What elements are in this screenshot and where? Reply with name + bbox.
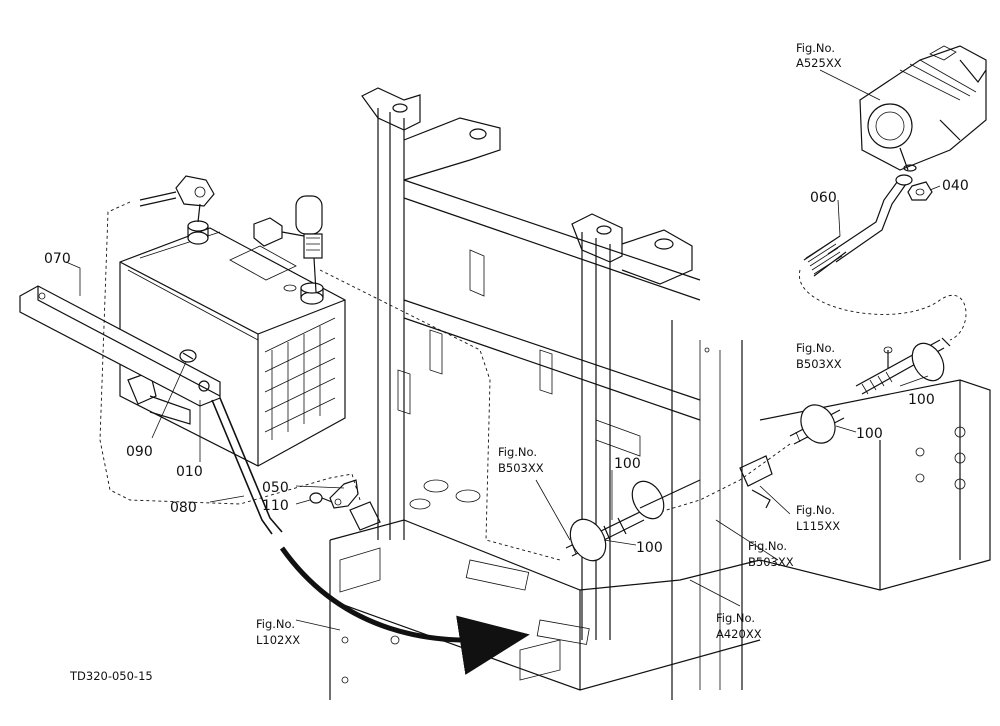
label-070: 070 — [44, 251, 71, 267]
battery — [119, 220, 346, 467]
label-100-right: 100 — [908, 392, 935, 408]
label-080: 080 — [170, 500, 197, 516]
ref-b503-top-line1: Fig.No. — [796, 341, 835, 355]
label-060: 060 — [810, 190, 837, 206]
ref-l115-line2: L115XX — [796, 519, 840, 533]
terminal — [309, 479, 381, 531]
clip-bolt-right — [855, 337, 951, 395]
clip-bolt-left — [565, 511, 645, 562]
ref-l102-line2: L102XX — [256, 633, 300, 647]
rod — [211, 397, 283, 535]
negative-cable — [99, 175, 361, 505]
clip-bolt-middle — [659, 404, 845, 513]
label-100-upper-left: 100 — [614, 456, 641, 472]
ref-a420-line1: Fig.No. — [716, 611, 755, 625]
ref-b503-mid-line1: Fig.No. — [748, 539, 787, 553]
starter-motor — [859, 45, 987, 172]
ref-a420-line2: A420XX — [716, 627, 762, 641]
bolt — [179, 349, 197, 363]
label-010: 010 — [176, 464, 203, 480]
clip-lower-middle — [631, 479, 701, 520]
ref-b503-mid-line2: B503XX — [748, 555, 794, 569]
ref-l102-line1: Fig.No. — [256, 617, 295, 631]
ref-b503-top-line2: B503XX — [796, 357, 842, 371]
frame-assembly — [329, 87, 991, 700]
label-100-lower-left: 100 — [636, 540, 663, 556]
starter-cable — [799, 174, 967, 341]
label-090: 090 — [126, 444, 153, 460]
label-050: 050 — [262, 480, 289, 496]
positive-cable — [253, 195, 561, 561]
drawing-code: TD320-050-15 — [69, 669, 153, 683]
ref-b503-left-line2: B503XX — [498, 461, 544, 475]
label-110: 110 — [262, 498, 289, 514]
ref-a525-line2: A525XX — [796, 56, 842, 70]
label-100-middle: 100 — [856, 426, 883, 442]
leader-lines — [65, 69, 941, 631]
direction-arrow — [279, 546, 530, 675]
ref-l115-line1: Fig.No. — [796, 503, 835, 517]
harness-clamp — [739, 455, 773, 509]
ref-a525-line1: Fig.No. — [796, 41, 835, 55]
ref-b503-left-line1: Fig.No. — [498, 445, 537, 459]
label-040: 040 — [942, 178, 969, 194]
